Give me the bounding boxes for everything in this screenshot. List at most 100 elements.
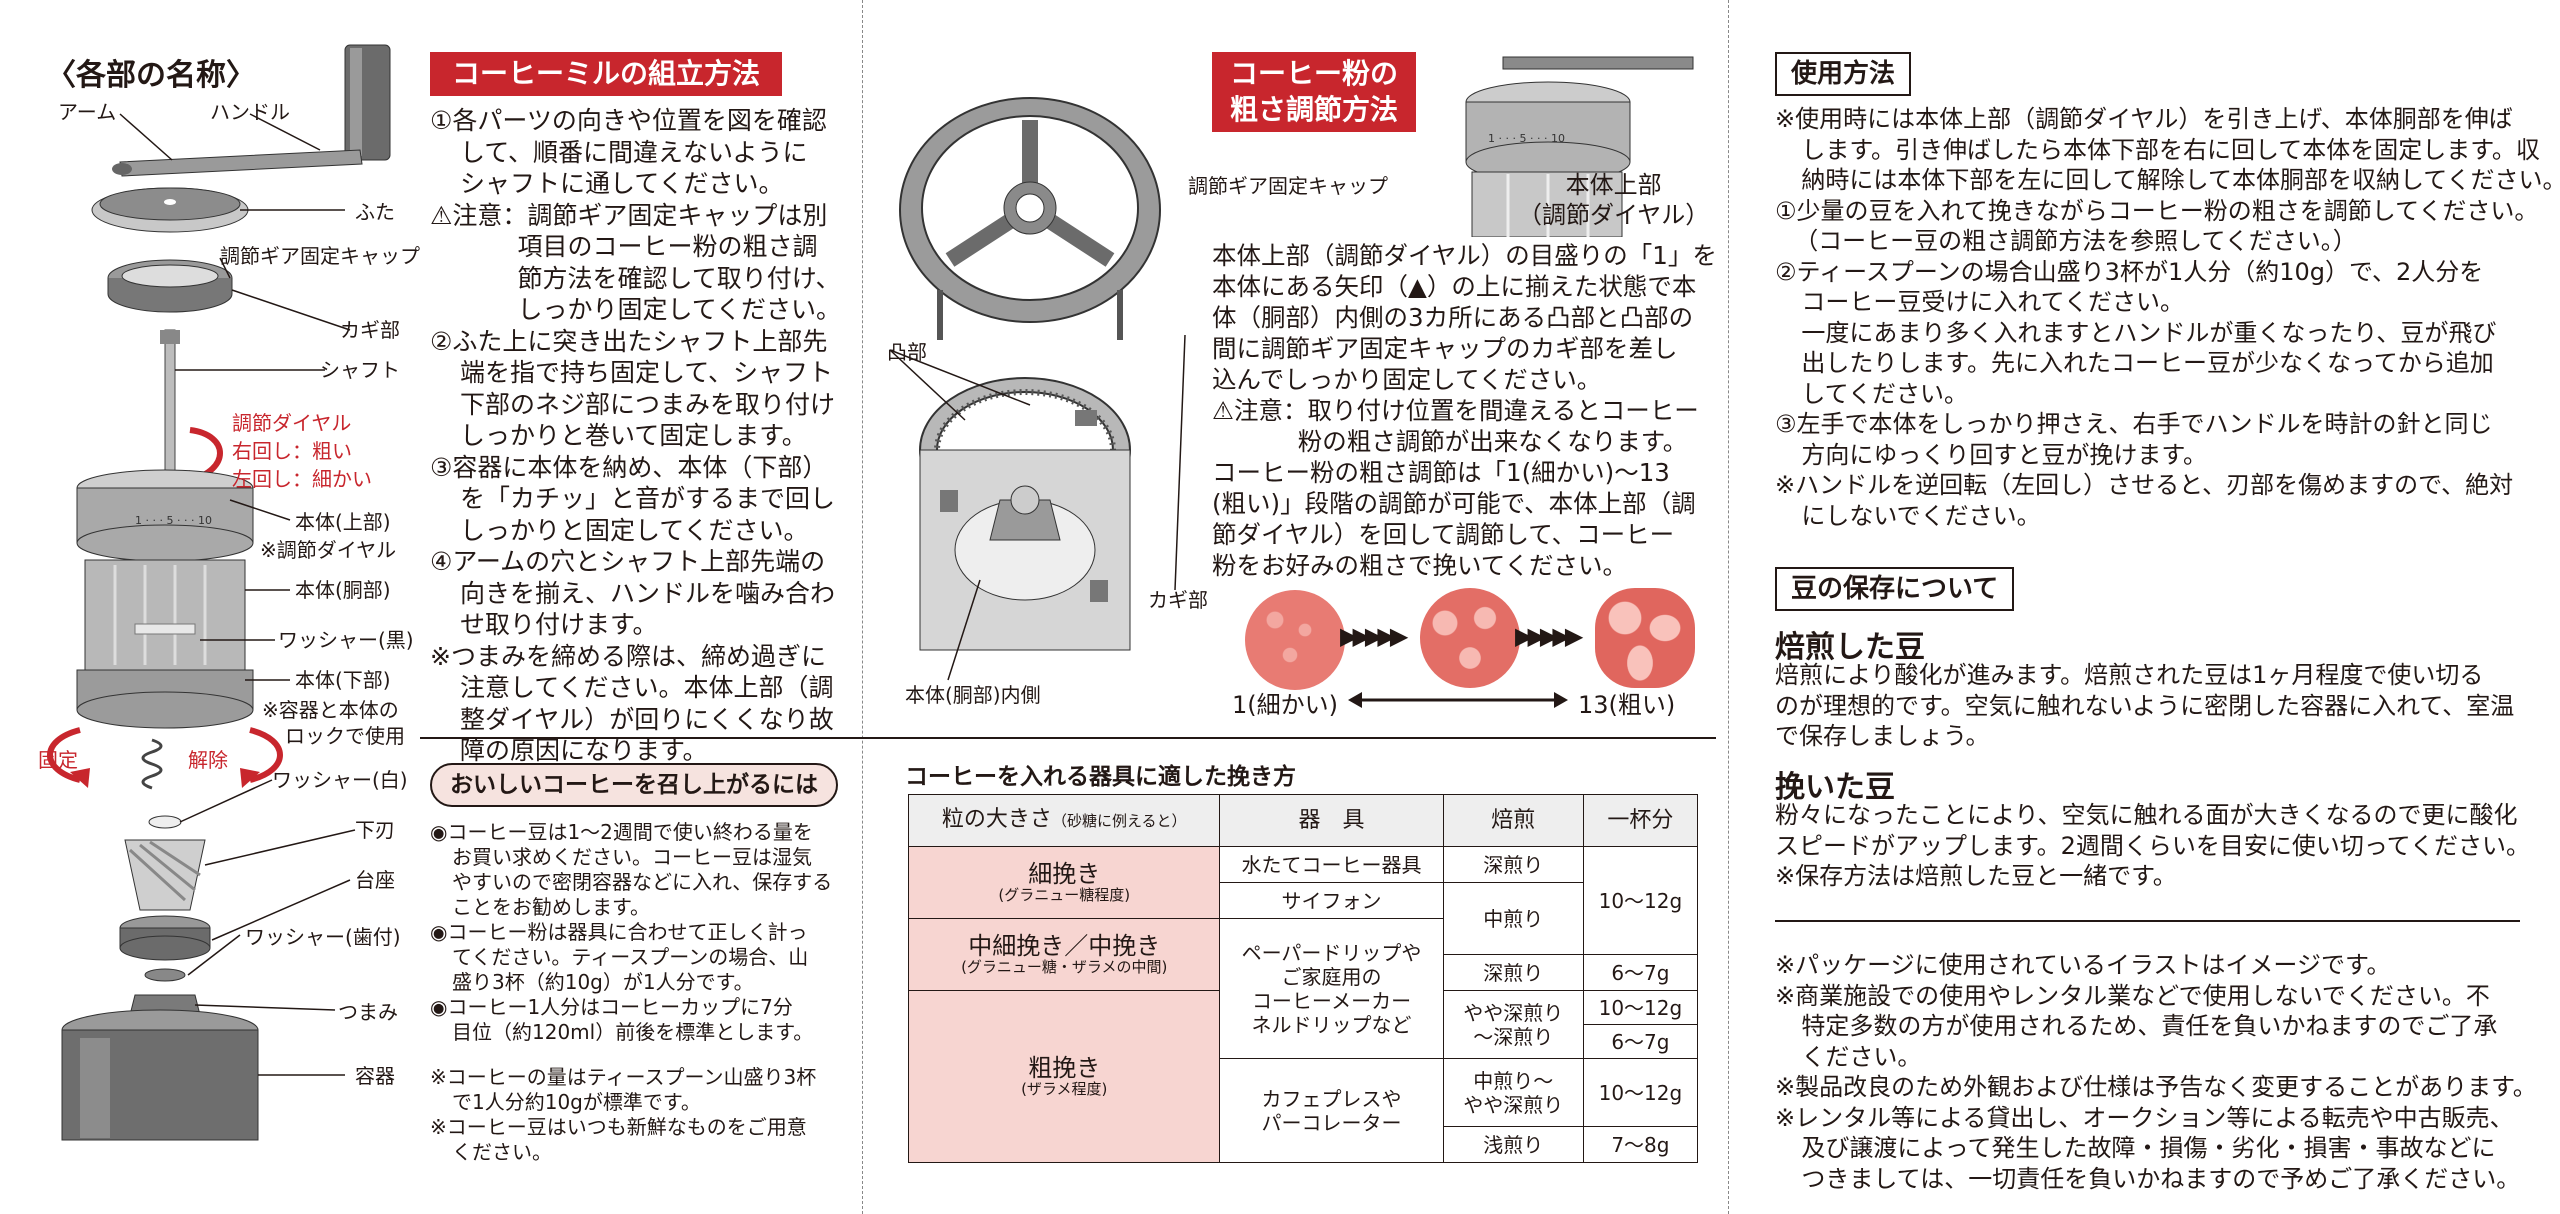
usage-line: ②ティースプーンの場合山盛り3杯が1人分（約10g）で、2人分を	[1775, 257, 2484, 286]
assembly-line: ②ふた上に突き出たシャフト上部先	[430, 326, 828, 356]
notes-line: 特定多数の方が使用されるため、責任を負いかねますのでご了承	[1801, 1012, 2498, 1040]
assembly-line: して、順番に間違えないように	[460, 137, 808, 167]
scale-fine-label: 1(細かい)	[1232, 691, 1338, 719]
tips-line: ※コーヒーの量はティースプーン山盛り3杯	[430, 1065, 817, 1089]
svg-text:1 · · · 5 · · · 10: 1 · · · 5 · · · 10	[1488, 132, 1565, 145]
storage-title: 豆の保存について	[1775, 567, 2015, 611]
scale-coarse-label: 13(粗い)	[1578, 691, 1676, 719]
ground-line: ※保存方法は焙煎した豆と一緒です。	[1775, 862, 2177, 890]
usage-line: 納時には本体下部を左に回して解除して本体胴部を収納してください。	[1801, 166, 2560, 194]
cell-medfine: 中細挽き／中挽き(グラニュー糖・ザラメの中間)	[907, 918, 1221, 991]
ground-title: 挽いた豆	[1775, 770, 1895, 805]
usage-line: （コーヒー豆の粗さ調節方法を参照してください。）	[1794, 227, 2357, 255]
label-lower-blade: 下刃	[355, 818, 395, 842]
assembly-line: 項目のコーヒー粉の粗さ調	[517, 232, 818, 261]
label-dial-left: 左回し：細かい	[232, 467, 372, 491]
label-body-bottom-note2: ロックで使用	[285, 724, 405, 748]
label-body-mid: 本体(胴部)	[295, 578, 391, 602]
adjust-label-hook: カギ部	[1148, 588, 1208, 612]
tips-line: ◉コーヒー豆は1～2週間で使い終わる量を	[430, 820, 813, 844]
notes-line: ※パッケージに使用されているイラストはイメージです。	[1775, 951, 2391, 979]
bean-pile-coarse	[1595, 588, 1695, 688]
grind-table: 粒の大きさ（砂糖に例えると） 器 具 焙煎 一杯分 細挽き(グラニュー糖程度) …	[907, 794, 1699, 1163]
col-header-tool: 器 具	[1219, 794, 1444, 847]
assembly-line: 節方法を確認して取り付け、	[517, 263, 841, 293]
parts-leader-lines	[119, 113, 356, 1076]
assembly-line: 整ダイヤル）が回りにくくなり故	[460, 704, 834, 734]
adjust-line: 体（胴部）内側の3カ所にある凸部と凸部の	[1212, 303, 1694, 332]
assembly-line: 障の原因になります。	[460, 736, 708, 765]
adjust-leader-lines	[889, 334, 1186, 681]
label-gear-cap: 調節ギア固定キャップ	[220, 244, 420, 268]
usage-line: ①少量の豆を入れて挽きながらコーヒー粉の粗さを調節してください。	[1775, 196, 2539, 225]
label-washer-toothed: ワッシャー(歯付)	[245, 925, 401, 949]
tips-line: 盛り3杯（約10g）が1人分です。	[452, 970, 754, 994]
tips-line: ことをお勧めします。	[452, 895, 650, 919]
cell-roast-medium: 中煎り	[1442, 882, 1584, 955]
assembly-line: ※つまみを締める際は、締め過ぎに	[430, 641, 826, 671]
adjust-line: 本体にある矢印（▲）の上に揃えた状態で本	[1212, 272, 1697, 301]
col-header-amount: 一杯分	[1582, 794, 1699, 847]
table-row: カフェプレスや パーコレーター 中煎り～ やや深煎り 10～12g	[909, 1058, 1699, 1163]
label-handle: ハンドル	[210, 100, 290, 124]
usage-line: コーヒー豆受けに入れてください。	[1801, 288, 2184, 316]
tips-line: お買い求めください。コーヒー豆は湿気	[452, 845, 812, 869]
fold-line-2	[1728, 0, 1729, 1214]
roasted-text: 焙煎により酸化が進みます。焙煎された豆は1ヶ月程度で使い切る のが理想的です。空…	[1775, 660, 2514, 752]
table-row: 浅煎り 7～8g	[909, 1126, 1699, 1163]
label-knob: つまみ	[338, 1000, 398, 1024]
tips-title: おいしいコーヒーを召し上がるには	[430, 763, 838, 807]
assembly-line: シャフトに通してください。	[460, 169, 784, 198]
label-hook: カギ部	[340, 318, 400, 342]
adjust-line: 粉をお好みの粗さで挽いてください。	[1212, 551, 1628, 580]
assembly-line: 注意してください。本体上部（調	[460, 673, 834, 702]
assembly-line: を「カチッ」と音がするまで回し	[460, 484, 836, 513]
ground-text: 粉々になったことにより、空気に触れる面が大きくなるので更に酸化 スピードがアップ…	[1775, 800, 2530, 892]
adjust-line: 節ダイヤル）を回して調節して、コーヒー	[1212, 520, 1675, 549]
usage-line: 方向にゆっくり回すと豆が挽けます。	[1801, 440, 2207, 469]
notes-line: ※商業施設での使用やレンタル業などで使用しないでください。不	[1775, 981, 2490, 1010]
adjust-title-line1: コーヒー粉の	[1230, 57, 1399, 90]
label-lid: ふた	[355, 200, 395, 224]
cell-amount-67a: 6～7g	[1582, 954, 1699, 991]
cell-amount-78: 7～8g	[1582, 1126, 1699, 1163]
notes-text: ※パッケージに使用されているイラストはイメージです。 ※商業施設での使用やレンタ…	[1775, 950, 2537, 1194]
cell-amount-1012b: 10～12g	[1582, 990, 1699, 1025]
tips-line: 目位（約120ml）前後を標準とします。	[452, 1020, 814, 1044]
cell-amount-1012c: 10～12g	[1582, 1058, 1699, 1127]
label-shaft: シャフト	[320, 358, 400, 382]
tips-text: ◉コーヒー豆は1～2週間で使い終わる量を お買い求めください。コーヒー豆は湿気 …	[430, 820, 832, 1165]
adjust-line: 込んでしっかり固定してください。	[1212, 365, 1602, 394]
table-header-row: 粒の大きさ（砂糖に例えると） 器 具 焙煎 一杯分	[907, 794, 1699, 847]
tips-line: ください。	[452, 1140, 552, 1164]
tips-line: やすいので密閉容器などに入れ、保存する	[452, 870, 833, 894]
cell-roast-slightdeep: やや深煎り ～深煎り	[1442, 990, 1584, 1059]
divider-assembly-tips	[420, 737, 1716, 739]
assembly-line: せ取り付けます。	[460, 610, 658, 639]
adjust-label-body-top-2: （調節ダイヤル）	[1518, 201, 1710, 229]
label-washer-white: ワッシャー(白)	[272, 768, 408, 792]
adjust-line: 粉の粗さ調節が出来なくなります。	[1297, 427, 1688, 456]
table-row: 深煎り 6～7g	[909, 954, 1699, 991]
usage-line: ※使用時には本体上部（調節ダイヤル）を引き上げ、本体胴部を伸ば	[1775, 105, 2513, 133]
usage-line: します。引き伸ばしたら本体下部を右に回して本体を固定します。収	[1801, 135, 2540, 164]
tips-line: ◉コーヒー粉は器具に合わせて正しく計っ	[430, 920, 808, 944]
cell-tool-siphon: サイフォン	[1219, 882, 1444, 919]
label-container: 容器	[355, 1064, 395, 1088]
ground-line: 粉々になったことにより、空気に触れる面が大きくなるので更に酸化	[1775, 801, 2518, 829]
adjust-line: ⚠注意：取り付け位置を間違えるとコーヒー	[1212, 396, 1699, 425]
assembly-line: しっかり固定してください。	[517, 295, 842, 324]
tips-line	[430, 1045, 832, 1065]
arrow-fine-to-mid: ▶▶▶▶▶	[1340, 622, 1408, 650]
table-row: 中細挽き／中挽き(グラニュー糖・ザラメの中間) ペーパードリップや ご家庭用の …	[907, 918, 1698, 1059]
cell-roast-light: 浅煎り	[1442, 1126, 1584, 1163]
assembly-line: ④アームの穴とシャフト上部先端の	[430, 547, 826, 576]
usage-line: 一度にあまり多く入れますとハンドルが重くなったり、豆が飛び	[1801, 318, 2497, 347]
arrow-mid-to-coarse: ▶▶▶▶▶	[1515, 622, 1583, 650]
notes-line: ※製品改良のため外観および仕様は予告なく変更することがあります。	[1775, 1073, 2537, 1101]
table-row: 細挽き(グラニュー糖程度) 水たてコーヒー器具 深煎り 10～12g	[907, 846, 1699, 955]
assembly-line: 端を指で持ち固定して、シャフト	[460, 358, 834, 387]
usage-line: してください。	[1801, 379, 1968, 408]
divider-notes	[1775, 920, 2520, 922]
adjust-label-inner: 本体(胴部)内側	[905, 683, 1041, 707]
